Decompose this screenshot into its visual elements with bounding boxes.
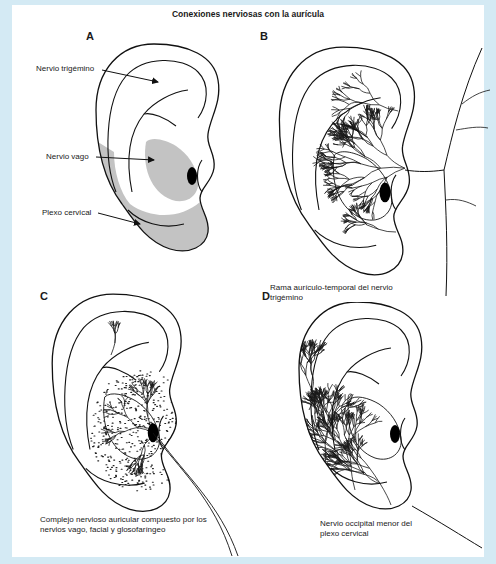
ear-drawing xyxy=(52,294,191,511)
ear-fold xyxy=(293,65,401,210)
nerve-trunk xyxy=(153,433,238,556)
ear-outline xyxy=(299,302,422,509)
ear-fold xyxy=(316,98,381,210)
nerve-label: Plexo cervical xyxy=(40,208,93,218)
panel-caption: Complejo nervioso auricular compuesto po… xyxy=(38,515,212,534)
ear-fill xyxy=(279,47,414,275)
nerve-branches xyxy=(345,168,405,220)
nerve-trunk xyxy=(405,170,444,172)
panel-letter: B xyxy=(260,30,268,43)
nerve-branches xyxy=(331,70,398,124)
leader-arrow xyxy=(102,70,158,82)
ear-fold xyxy=(144,114,176,126)
vagus-region xyxy=(145,139,198,201)
panel-caption: Nervio occipital menor del plexo cervica… xyxy=(318,519,432,538)
ear-fold xyxy=(103,367,137,380)
nerve-branches xyxy=(108,321,120,355)
nerve-label: Nervio vago xyxy=(44,152,91,162)
ear-canal xyxy=(187,167,197,185)
panel-letter: D xyxy=(262,290,270,303)
ear-fold xyxy=(347,372,379,384)
ear-fold xyxy=(198,160,203,192)
nerve-stipple xyxy=(91,371,192,491)
ear-canal xyxy=(148,423,159,442)
panel-letter: A xyxy=(86,30,94,43)
ear-fold xyxy=(315,230,377,248)
ear-outline xyxy=(52,294,181,511)
nerve-branches xyxy=(339,105,405,169)
nerve-branches xyxy=(101,396,153,446)
ear-fold xyxy=(128,210,184,226)
concha-line xyxy=(104,394,160,459)
figure-title: Conexiones nerviosas con la aurícula xyxy=(48,9,448,19)
ear-fold xyxy=(129,90,188,192)
nerve-trunk xyxy=(446,90,490,206)
ear-drawing xyxy=(279,302,422,509)
panel-letter: C xyxy=(40,290,48,303)
ear-fold xyxy=(65,311,168,449)
nerve-branches xyxy=(341,203,396,234)
panel-caption: Rama aurículo-temporal del nervio trigém… xyxy=(268,283,397,302)
nerve-label: Nervio trigémino xyxy=(34,64,96,74)
ear-drawing xyxy=(279,47,414,275)
ear-outline xyxy=(96,44,219,251)
concha-line xyxy=(333,152,392,220)
leader-arrow xyxy=(96,157,154,160)
ear-canal xyxy=(380,183,391,203)
ear-drawing xyxy=(96,44,219,251)
ear-fold xyxy=(331,468,387,484)
leader-arrow xyxy=(98,213,140,224)
nerve-branches xyxy=(124,433,153,476)
concha-line xyxy=(348,397,401,459)
ear-fold xyxy=(87,342,149,449)
ear-fold xyxy=(311,318,409,450)
ear-canal xyxy=(390,425,400,443)
ear-fill xyxy=(52,294,181,511)
ear-fold xyxy=(86,468,145,485)
ear-fold xyxy=(332,348,391,450)
ear-outline xyxy=(279,47,414,275)
nerve-trunk xyxy=(444,48,482,296)
ear-fold xyxy=(332,124,367,138)
ear-fill xyxy=(96,44,219,251)
ear-fold xyxy=(108,60,206,192)
